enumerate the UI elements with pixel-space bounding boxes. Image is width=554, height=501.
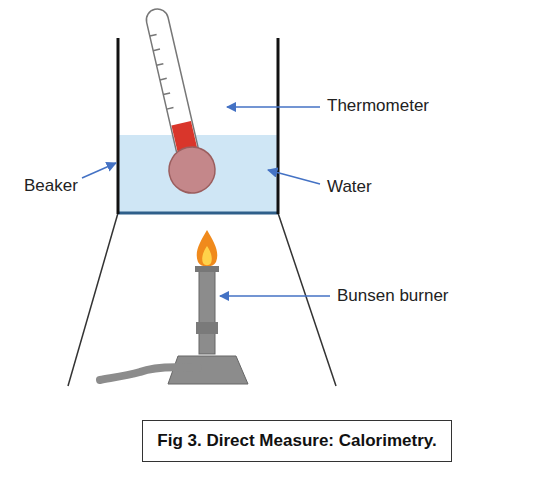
leader-arrow — [82, 163, 116, 178]
leader-arrow — [268, 170, 320, 184]
beaker-wall — [117, 38, 120, 214]
leader-arrow — [220, 295, 330, 297]
part-label: Thermometer — [327, 96, 429, 116]
leader-arrow — [227, 106, 320, 108]
beaker-bottom — [118, 212, 278, 215]
part-label: Bunsen burner — [337, 286, 449, 306]
part-label: Water — [327, 177, 372, 197]
thermometer — [132, 4, 219, 198]
beaker-wall — [277, 38, 280, 214]
figure-caption: Fig 3. Direct Measure: Calorimetry. — [142, 420, 451, 462]
tripod-leg — [278, 213, 336, 386]
tripod-leg — [68, 213, 118, 386]
bunsen-burner — [100, 230, 248, 384]
part-label: Beaker — [24, 176, 78, 196]
